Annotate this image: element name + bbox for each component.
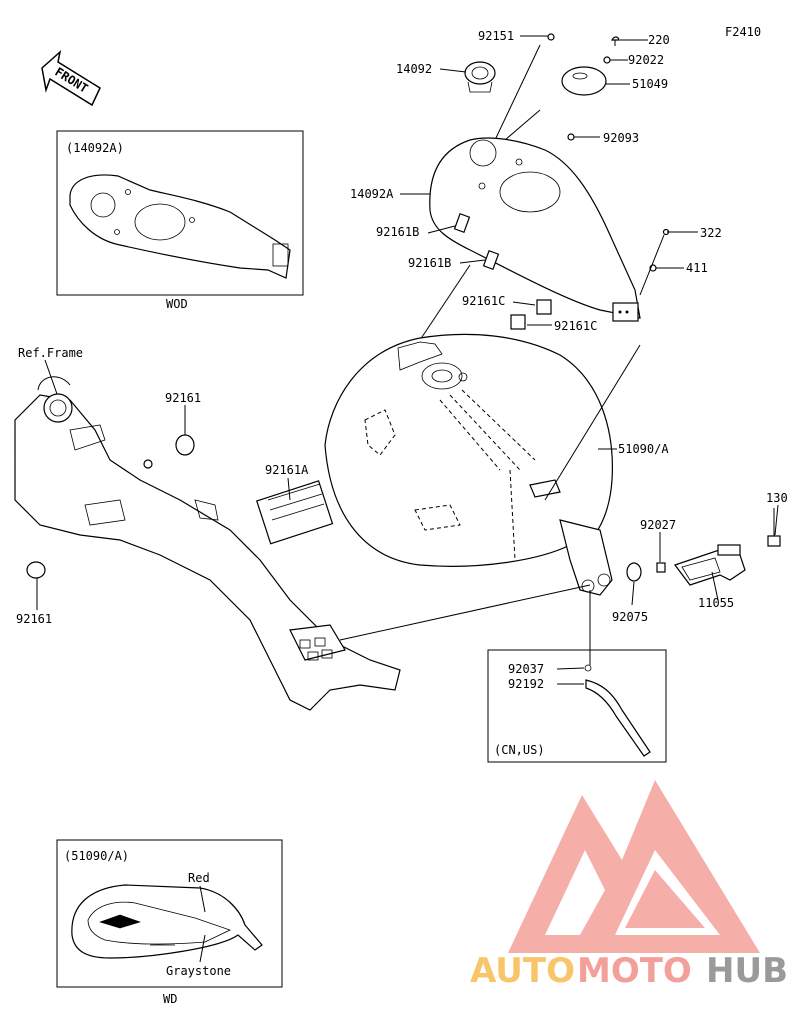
tank-cover [429, 137, 641, 322]
label-322: 322 [700, 226, 722, 240]
label-51049: 51049 [632, 77, 668, 91]
inset-tank-title: (51090/A) [64, 849, 129, 863]
label-92022: 92022 [628, 53, 664, 67]
label-92161C-2: 92161C [554, 319, 597, 333]
label-ref-frame: Ref.Frame [18, 346, 83, 360]
label-92161B-2: 92161B [408, 256, 451, 270]
inset-cover-variant: (14092A) WOD [56, 130, 304, 311]
label-411: 411 [686, 261, 708, 275]
label-92161A: 92161A [265, 463, 309, 477]
inset-tank-footer: WD [163, 992, 177, 1006]
label-92161C-1: 92161C [462, 294, 505, 308]
label-14092: 14092 [396, 62, 432, 76]
diagram-code: F2410 [725, 25, 761, 39]
inset-region-variant: (CN,US) [487, 649, 667, 763]
mount-parts [626, 508, 781, 586]
leader-lines [36, 35, 779, 610]
label-92192: 92192 [508, 677, 544, 691]
inset-tank-variant: (51090/A) Red Graystone WD [56, 839, 283, 1006]
label-51090A: 51090/A [618, 442, 669, 456]
fuel-tank [324, 333, 641, 596]
cushion-parts [409, 213, 670, 356]
watermark-moto: MOTO [577, 951, 692, 991]
inset-tank-color-bottom: Graystone [166, 964, 231, 978]
inset-tank-color-top: Red [188, 871, 210, 885]
front-arrow-icon: FRONT [41, 49, 101, 107]
label-92037: 92037 [508, 662, 544, 676]
motorcycle-frame [14, 376, 591, 711]
label-92151: 92151 [478, 29, 514, 43]
label-92075: 92075 [612, 610, 648, 624]
label-92027: 92027 [640, 518, 676, 532]
label-220: 220 [648, 33, 670, 47]
label-92161-1: 92161 [165, 391, 201, 405]
label-130: 130 [766, 491, 788, 505]
label-92161-2: 92161 [16, 612, 52, 626]
label-92161B-1: 92161B [376, 225, 419, 239]
label-11055: 11055 [698, 596, 734, 610]
watermark-hub: HUB [706, 951, 788, 991]
part-labels: 92151 220 14092 92022 51049 92093 14092A… [16, 29, 788, 691]
inset-region-title: (CN,US) [494, 743, 545, 757]
inset-cover-footer: WOD [166, 297, 188, 311]
fuel-cap-parts [464, 33, 620, 141]
label-14092A: 14092A [350, 187, 394, 201]
inset-cover-title: (14092A) [66, 141, 124, 155]
label-92093: 92093 [603, 131, 639, 145]
watermark-auto: AUTO [470, 951, 575, 991]
watermark-text: AUTO MOTO HUB [470, 951, 788, 991]
watermark-logo [508, 780, 760, 953]
